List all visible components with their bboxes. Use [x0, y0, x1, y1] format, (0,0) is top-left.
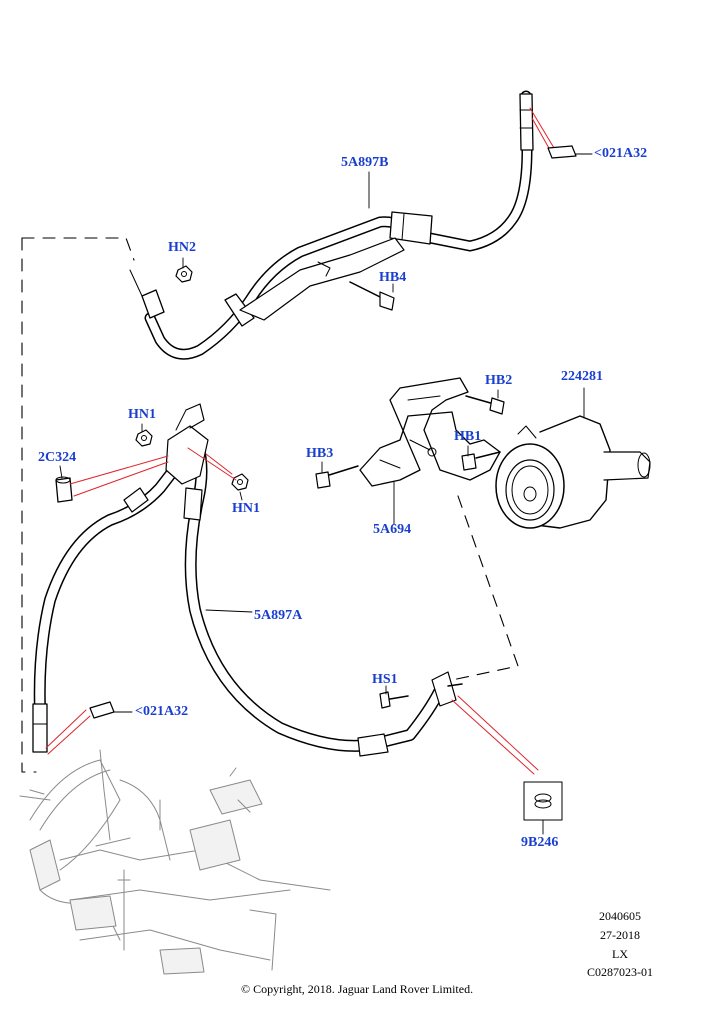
callout-021a32-top[interactable]: <021A32: [594, 146, 648, 161]
hb1-bolt[interactable]: [461, 451, 501, 471]
hose-5a897b[interactable]: [129, 90, 534, 360]
callout-hs1[interactable]: HS1: [372, 672, 398, 687]
callout-021a32-bottom[interactable]: <021A32: [135, 704, 189, 719]
hn2-nut[interactable]: [175, 265, 193, 283]
callout-224281[interactable]: 224281: [561, 369, 603, 384]
callout-hb4[interactable]: HB4: [379, 270, 407, 285]
hs1-screw[interactable]: [379, 691, 409, 709]
callout-hn1-upper[interactable]: HN1: [128, 407, 156, 422]
hn1-nut-lower[interactable]: [231, 473, 249, 491]
drawing-number: 2040605: [599, 909, 641, 923]
pump-224281[interactable]: [495, 415, 651, 529]
hn1-nut-upper[interactable]: [135, 429, 153, 447]
callout-5a694[interactable]: 5A694: [373, 522, 412, 537]
callout-hn1-lower[interactable]: HN1: [232, 501, 260, 516]
drawing-reference: C0287023-01: [587, 965, 653, 979]
oring-box-9b246[interactable]: [523, 781, 563, 821]
hose-end-icon-top: [547, 145, 577, 159]
hb2-bolt[interactable]: [465, 395, 505, 415]
callout-2c324[interactable]: 2C324: [38, 450, 77, 465]
hose-5a897a[interactable]: [32, 403, 463, 757]
drawing-model: LX: [612, 947, 628, 961]
hose-end-icon-bottom: [89, 701, 115, 719]
vehicle-locator-thumbnail: [19, 749, 331, 975]
copyright-notice: © Copyright, 2018. Jaguar Land Rover Lim…: [241, 982, 474, 996]
clip-2c324[interactable]: [55, 476, 73, 503]
routing-lines: [21, 237, 519, 773]
callout-5a897a[interactable]: 5A897A: [254, 608, 303, 623]
hb4-bolt[interactable]: [349, 281, 395, 311]
callout-hn2[interactable]: HN2: [168, 240, 196, 255]
callout-hb1[interactable]: HB1: [454, 429, 482, 444]
callout-hb3[interactable]: HB3: [306, 446, 334, 461]
red-leaders: [45, 107, 555, 775]
hb3-bolt[interactable]: [315, 465, 359, 489]
black-leaders: [59, 153, 593, 835]
callout-hb2[interactable]: HB2: [485, 373, 513, 388]
callout-5a897b[interactable]: 5A897B: [341, 155, 389, 170]
drawing-date: 27-2018: [600, 928, 640, 942]
callout-9b246[interactable]: 9B246: [521, 835, 559, 850]
